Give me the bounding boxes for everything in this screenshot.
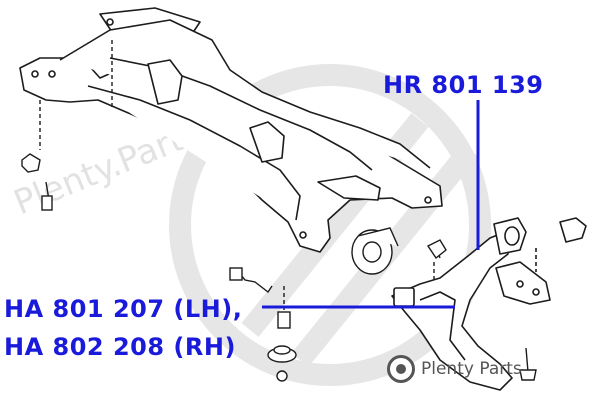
rear-bushing-assembly bbox=[351, 227, 399, 275]
part-number-left-line1: HA 801 207 (LH), bbox=[4, 295, 243, 323]
subframe-crossmember bbox=[19, 7, 443, 253]
part-number-left-line2: HA 802 208 (RH) bbox=[4, 333, 236, 361]
brand-name: Plenty Parts bbox=[421, 359, 522, 379]
lower-control-arm bbox=[391, 217, 587, 391]
fastener-hardware bbox=[21, 40, 537, 382]
leader-lines bbox=[262, 100, 480, 309]
part-number-upper: HR 801 139 bbox=[383, 71, 544, 99]
brand-watermark: Plenty Parts bbox=[387, 355, 522, 383]
brand-logo-icon bbox=[387, 355, 415, 383]
